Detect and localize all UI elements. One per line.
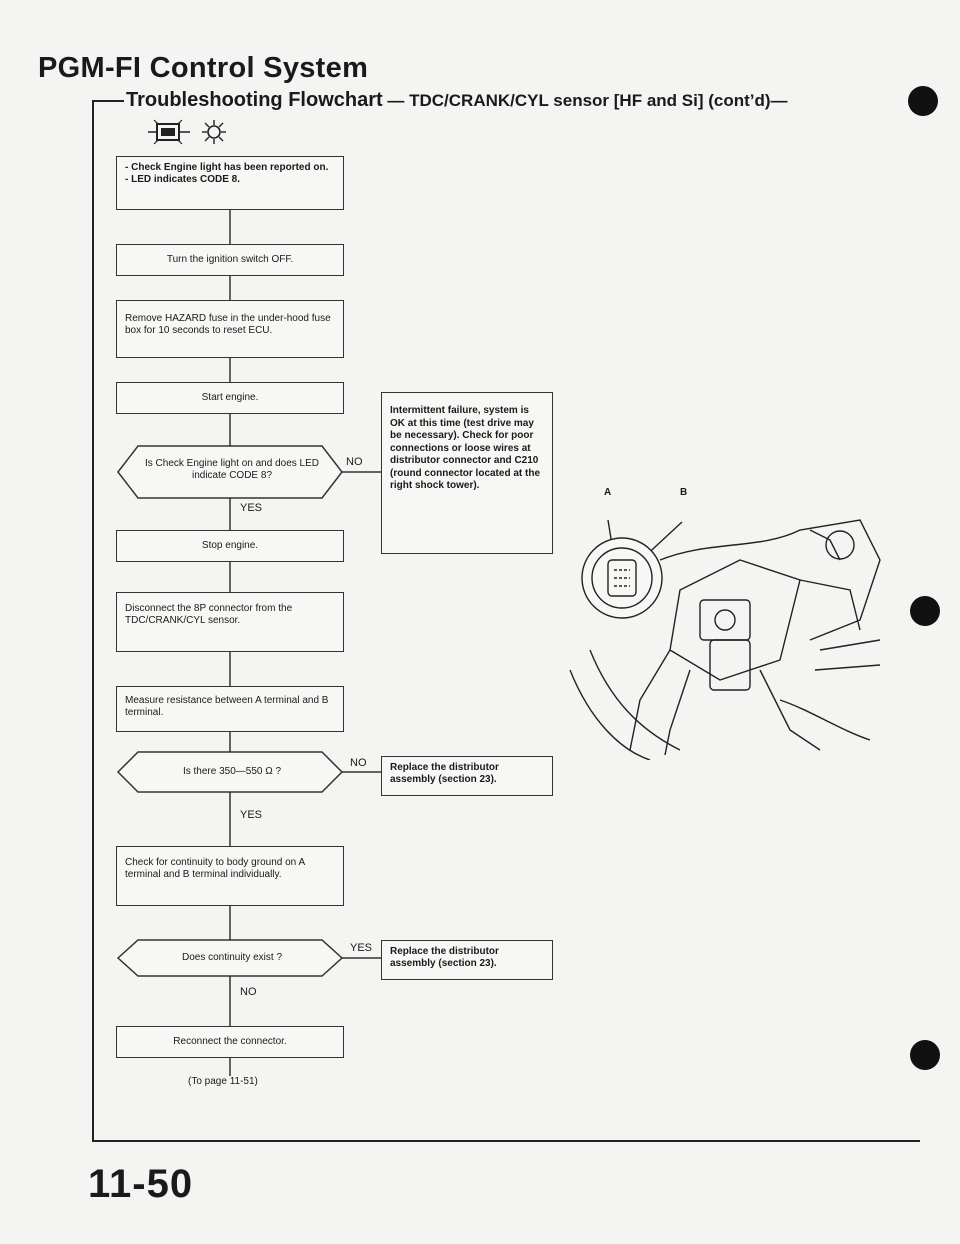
connector-label-a: A: [604, 487, 612, 498]
bottom-rule: [92, 1140, 920, 1142]
decision-continuity-exists: Does continuity exist ?: [181, 952, 283, 963]
result-intermittent-failure: Intermittent failure, system is OK at th…: [381, 392, 553, 554]
check-engine-light-icon: [202, 120, 226, 144]
binder-hole-2: [910, 596, 940, 626]
binder-hole-3: [910, 1040, 940, 1070]
page-number: 11-50: [88, 1162, 194, 1206]
decision2-no-label: NO: [350, 757, 367, 769]
step-remove-hazard-fuse: Remove HAZARD fuse in the under-hood fus…: [116, 300, 344, 358]
subtitle-detail: — TDC/CRANK/CYL sensor [HF and Si] (cont…: [382, 91, 788, 110]
subtitle-main: Troubleshooting Flowchart: [126, 89, 383, 111]
ecu-led-icon: [148, 119, 190, 145]
binder-hole-1: [908, 86, 938, 116]
result-replace-distributor-2: Replace the distributor assembly (sectio…: [381, 940, 553, 980]
decision-resistance-range: Is there 350—550 Ω ?: [182, 766, 282, 777]
step-check-engine-reported: - Check Engine light has been reported o…: [116, 156, 344, 210]
page-title: PGM-FI Control System: [38, 52, 369, 84]
flowchart-subtitle: Troubleshooting Flowchart — TDC/CRANK/CY…: [126, 89, 788, 112]
decision1-no-label: NO: [346, 456, 363, 468]
step-check-continuity: Check for continuity to body ground on A…: [116, 846, 344, 906]
left-rule: [92, 100, 94, 1142]
step-disconnect-connector: Disconnect the 8P connector from the TDC…: [116, 592, 344, 652]
connector-label-b: B: [680, 487, 688, 498]
decision-check-engine-code8: Is Check Engine light on and does LED in…: [145, 458, 319, 481]
to-page-note: (To page 11-51): [188, 1076, 258, 1087]
decision1-yes-label: YES: [240, 502, 263, 514]
step-reconnect-connector: Reconnect the connector.: [116, 1026, 344, 1058]
step-measure-resistance: Measure resistance between A terminal an…: [116, 686, 344, 732]
step-stop-engine: Stop engine.: [116, 530, 344, 562]
step-ignition-off: Turn the ignition switch OFF.: [116, 244, 344, 276]
decision3-yes-label: YES: [350, 942, 373, 954]
decision3-no-label: NO: [240, 986, 257, 998]
step-start-engine: Start engine.: [116, 382, 344, 414]
header-rule: [92, 100, 124, 102]
decision2-yes-label: YES: [240, 809, 263, 821]
distributor-illustration: [569, 519, 881, 760]
result-replace-distributor-1: Replace the distributor assembly (sectio…: [381, 756, 553, 796]
